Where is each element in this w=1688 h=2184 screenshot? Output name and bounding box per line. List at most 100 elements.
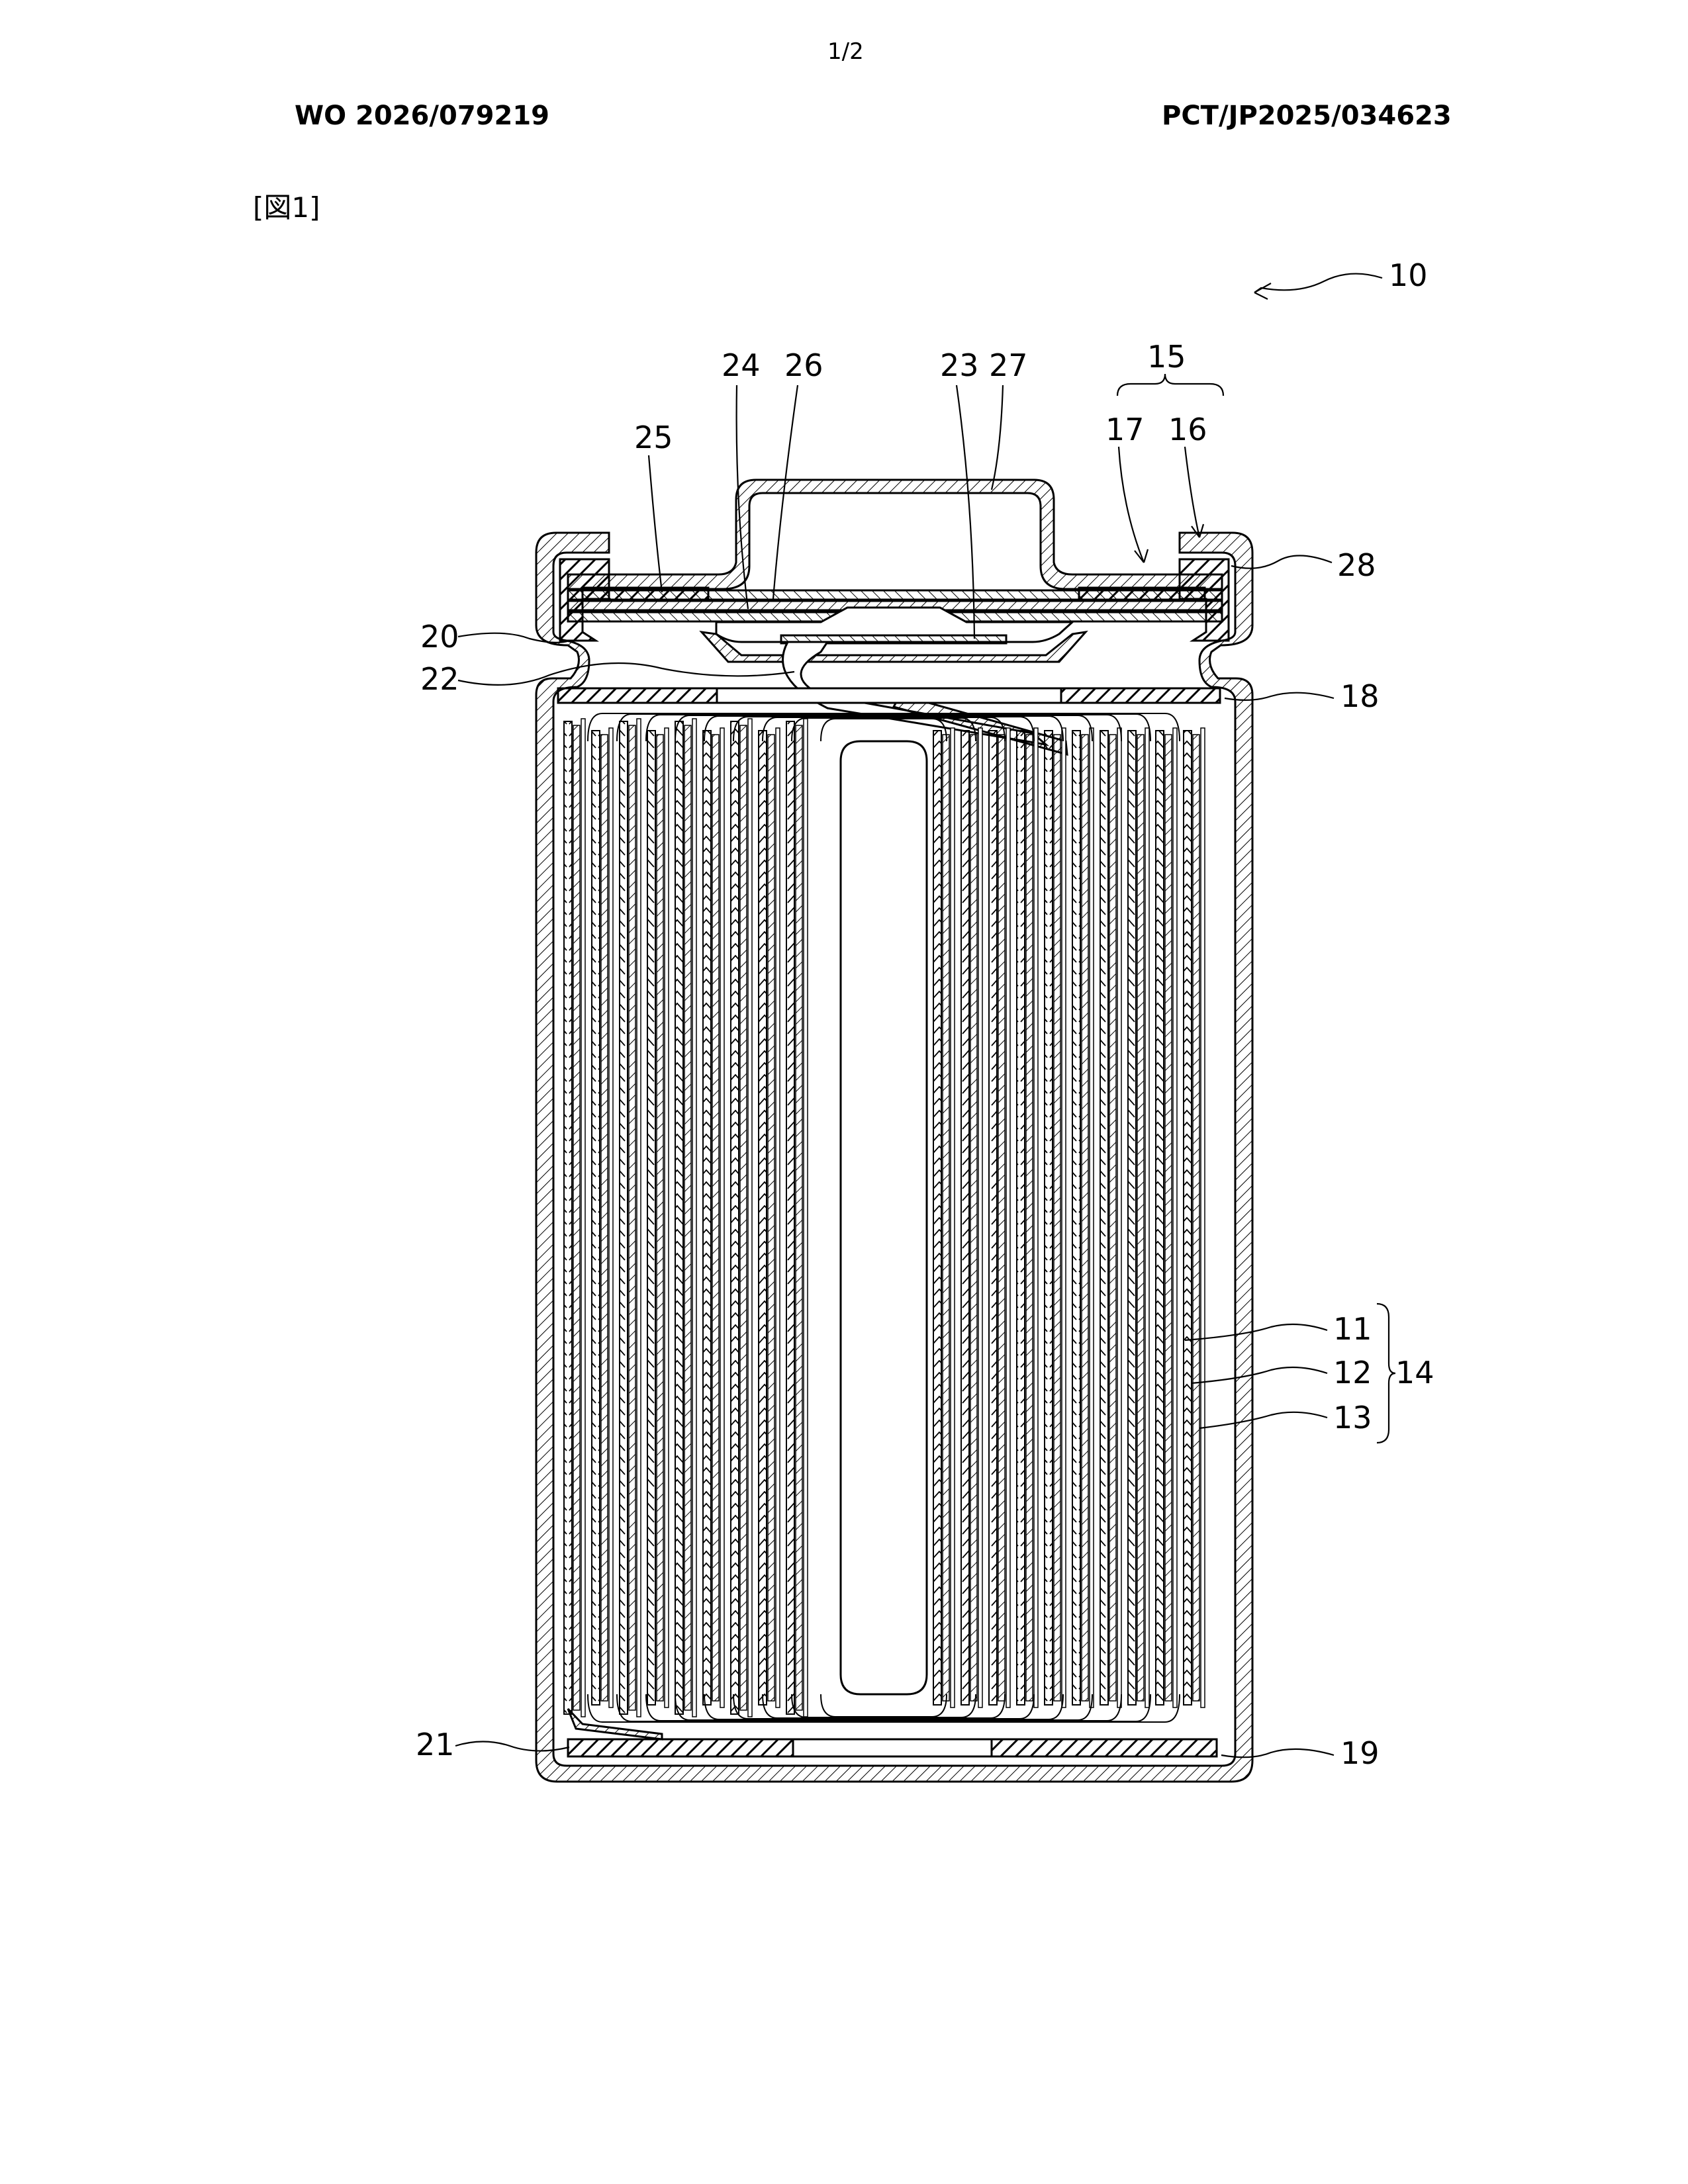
electrode-negative xyxy=(573,725,580,1710)
electrode-positive xyxy=(1100,731,1108,1705)
ref-21: 21 xyxy=(416,1727,455,1762)
ref-16: 16 xyxy=(1168,412,1207,447)
separator xyxy=(776,728,780,1707)
electrode-negative xyxy=(998,735,1005,1701)
ref-23: 23 xyxy=(940,347,979,383)
separator xyxy=(978,728,982,1707)
electrode-negative xyxy=(1137,735,1144,1701)
electrode-negative xyxy=(943,735,949,1701)
electrode-positive xyxy=(786,721,794,1714)
leader-10-arrow xyxy=(1254,283,1271,299)
leader-27 xyxy=(992,385,1003,490)
electrode-positive xyxy=(1156,731,1164,1705)
lower-insulator-left xyxy=(568,1739,793,1756)
ref-27: 27 xyxy=(989,347,1028,383)
ref-22: 22 xyxy=(420,661,459,697)
upper-insulator-left xyxy=(558,688,717,703)
ref-12: 12 xyxy=(1333,1355,1372,1390)
leader-16 xyxy=(1185,447,1199,537)
insulator-left xyxy=(583,588,708,600)
separator xyxy=(637,719,641,1717)
separator xyxy=(1173,728,1177,1707)
electrode-positive xyxy=(564,721,572,1714)
separator xyxy=(1145,728,1149,1707)
separator xyxy=(951,728,955,1707)
electrode-negative xyxy=(657,735,663,1701)
lower-insulator-right xyxy=(992,1739,1217,1756)
separator xyxy=(581,719,585,1717)
electrode-positive xyxy=(989,731,997,1705)
separator xyxy=(1090,728,1094,1707)
electrode-positive xyxy=(1128,731,1136,1705)
electrode-negative xyxy=(796,725,802,1710)
winding-core xyxy=(841,741,927,1694)
electrode-negative xyxy=(684,725,691,1710)
separator xyxy=(1117,728,1121,1707)
ref-20: 20 xyxy=(420,619,459,655)
electrode-positive xyxy=(675,721,683,1714)
electrode-positive xyxy=(620,721,628,1714)
separator xyxy=(804,719,808,1717)
ref-28: 28 xyxy=(1337,547,1376,583)
electrode-negative xyxy=(1193,735,1199,1701)
ref-24: 24 xyxy=(722,347,761,383)
separator xyxy=(720,728,724,1707)
separator xyxy=(748,719,752,1717)
separator xyxy=(665,728,669,1707)
ref-11: 11 xyxy=(1333,1311,1372,1347)
sealing-cap-terminal xyxy=(568,480,1222,589)
electrode-positive xyxy=(1045,731,1053,1705)
upper-insulator-right xyxy=(1061,688,1220,703)
separator xyxy=(609,728,613,1707)
ref-10: 10 xyxy=(1389,257,1428,293)
leader-25 xyxy=(649,455,662,592)
electrode-negative xyxy=(740,725,747,1710)
brace-15 xyxy=(1117,374,1223,396)
separator xyxy=(1034,728,1038,1707)
ref-13: 13 xyxy=(1333,1400,1372,1435)
leader-12 xyxy=(1192,1367,1327,1383)
electrode-negative xyxy=(601,735,608,1701)
leader-22 xyxy=(458,663,794,685)
ref-15: 15 xyxy=(1147,339,1186,375)
leader-13 xyxy=(1199,1412,1327,1428)
electrode-negative xyxy=(1054,735,1060,1701)
winding-bottom xyxy=(821,1694,947,1717)
electrode-positive xyxy=(961,731,969,1705)
electrode-negative xyxy=(1026,735,1033,1701)
leader-11 xyxy=(1185,1324,1327,1340)
electrode-negative xyxy=(1165,735,1172,1701)
ref-14: 14 xyxy=(1395,1355,1434,1390)
upper-insulator-middle xyxy=(717,688,1061,703)
separator xyxy=(1006,728,1010,1707)
electrode-positive xyxy=(703,731,711,1705)
electrode-positive xyxy=(1017,731,1025,1705)
lower-insulator-middle xyxy=(793,1739,992,1756)
insulator-right xyxy=(1079,588,1205,600)
leader-17 xyxy=(1119,447,1144,563)
separator xyxy=(692,719,696,1717)
ref-26: 26 xyxy=(784,347,823,383)
electrode-negative xyxy=(1082,735,1088,1701)
electrode-positive xyxy=(731,721,739,1714)
ref-17: 17 xyxy=(1105,412,1145,447)
ref-18: 18 xyxy=(1340,678,1380,714)
electrode-positive xyxy=(1072,731,1080,1705)
electrode-positive xyxy=(759,731,767,1705)
electrode-positive xyxy=(1184,731,1192,1705)
electrode-negative xyxy=(629,725,635,1710)
electrode-negative xyxy=(970,735,977,1701)
electrode-positive xyxy=(647,731,655,1705)
separator xyxy=(1201,728,1205,1707)
ref-25: 25 xyxy=(634,420,673,455)
separator xyxy=(1062,728,1066,1707)
brace-14 xyxy=(1377,1304,1395,1443)
electrode-positive xyxy=(933,731,941,1705)
leader-10 xyxy=(1254,274,1382,293)
ref-19: 19 xyxy=(1340,1735,1380,1771)
electrode-negative xyxy=(1109,735,1116,1701)
electrode-negative xyxy=(712,735,719,1701)
electrode-negative xyxy=(768,735,774,1701)
electrode-positive xyxy=(592,731,600,1705)
